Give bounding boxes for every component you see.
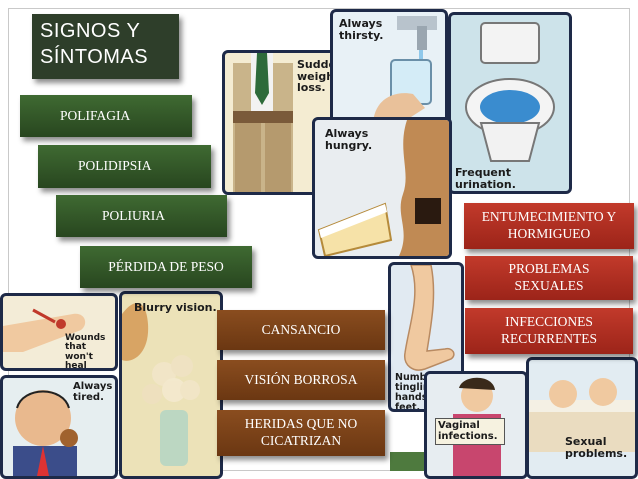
- tired-caption: Always tired.: [73, 381, 113, 403]
- label-cansancio: CANSANCIO: [217, 310, 385, 350]
- wounds-caption: Wounds that won't heal: [65, 333, 106, 371]
- label-poliuria: POLIURIA: [56, 195, 227, 237]
- thirsty-caption: Always thirsty.: [339, 17, 384, 42]
- blurry-vision-caption: Blurry vision.: [134, 301, 217, 314]
- blurry-vision-illustration: Blurry vision.: [119, 291, 223, 479]
- label-vision-borrosa: VISIÓN BORROSA: [217, 360, 385, 400]
- title-line-1: SIGNOS Y: [40, 20, 141, 42]
- tired-illustration: Always tired.: [0, 375, 118, 479]
- label-entumecimiento: ENTUMECIMIENTO Y HORMIGUEO: [464, 203, 634, 249]
- label-heridas-que-no-cicatrizan: HERIDAS QUE NO CICATRIZAN: [217, 410, 385, 456]
- thirsty-illustration: Always thirsty.: [330, 9, 448, 129]
- label-polidipsia: POLIDIPSIA: [38, 145, 211, 188]
- urination-caption: Frequent urination.: [455, 166, 516, 191]
- label-infecciones-recurrentes: INFECCIONES RECURRENTES: [465, 308, 633, 354]
- hungry-illustration: Always hungry.: [312, 117, 452, 259]
- urination-illustration: Frequent urination.: [448, 12, 572, 194]
- slide-title: SIGNOS Y SÍNTOMAS: [32, 14, 179, 79]
- sexual-problems-illustration: Sexual problems.: [526, 357, 638, 479]
- weight-loss-caption: Sudden weight loss.: [297, 58, 344, 95]
- sexual-problems-caption: Sexual problems.: [565, 435, 628, 460]
- label-polifagia: POLIFAGIA: [20, 95, 192, 137]
- infections-caption: Vaginal infections.: [435, 418, 505, 445]
- label-perdida-de-peso: PÉRDIDA DE PESO: [80, 246, 252, 288]
- hungry-caption: Always hungry.: [325, 127, 373, 152]
- wounds-illustration: Wounds that won't heal: [0, 293, 118, 371]
- title-line-2: SÍNTOMAS: [40, 46, 149, 68]
- label-problemas-sexuales: PROBLEMAS SEXUALES: [465, 256, 633, 300]
- numbness-caption: Numb or tingling hands or feet.: [395, 372, 442, 412]
- infections-illustration: Vaginal infections.: [424, 371, 528, 479]
